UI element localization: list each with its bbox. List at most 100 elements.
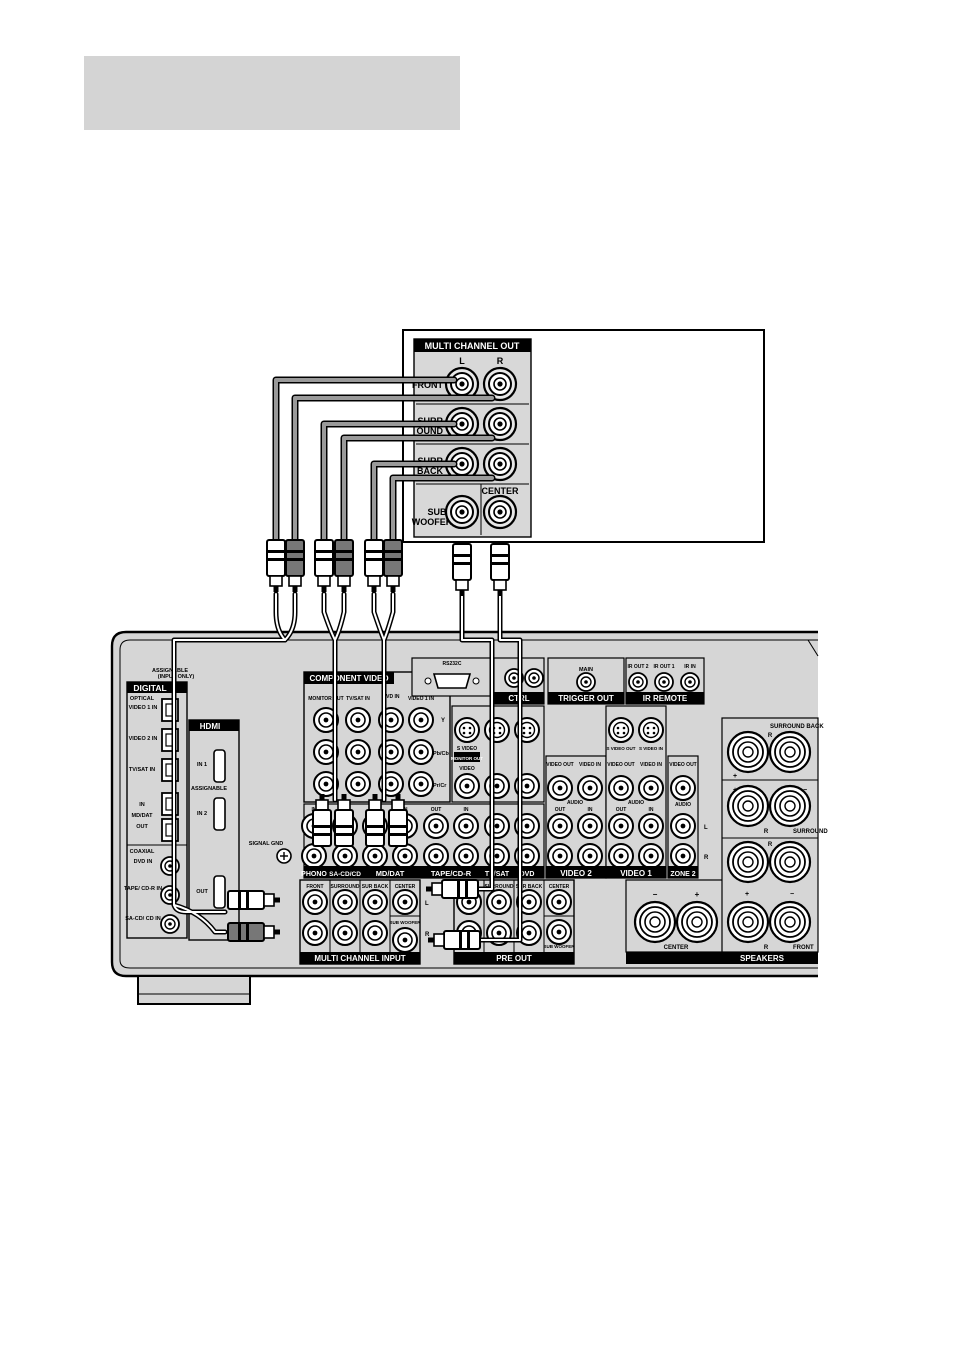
video2-video-out-jack[interactable] [547, 775, 573, 801]
video1-audio-out-l-jack[interactable] [608, 813, 634, 839]
zone2-l-label: L [704, 825, 708, 831]
video1-audio-label: AUDIO [628, 800, 644, 806]
preout-surr-back-label: SUR BACK [516, 884, 543, 890]
front-r-plug [285, 539, 305, 593]
speaker-center-minus-terminal[interactable] [633, 900, 677, 944]
preout-surround-l-jack[interactable] [486, 889, 512, 915]
svideo-monitor-out-jack[interactable] [454, 717, 480, 743]
video2-video-in-jack[interactable] [577, 775, 603, 801]
rs232c-port[interactable] [432, 673, 472, 689]
mddat-out-r-jack[interactable] [362, 843, 388, 869]
video2-audio-in-r-jack[interactable] [577, 843, 603, 869]
zone2-audio-l-jack[interactable] [670, 813, 696, 839]
video1-audio-in-r-jack[interactable] [638, 843, 664, 869]
preout-sub-woofer-jack[interactable] [546, 919, 572, 945]
video2-out-label: OUT [555, 807, 566, 813]
front-l-terminal-b[interactable] [768, 840, 812, 884]
video-tvsat-in-jack[interactable] [484, 773, 510, 799]
surround-l-plug-in [312, 793, 332, 847]
tape-out-r-jack[interactable] [423, 843, 449, 869]
hdmi-in2-label: IN 2 [197, 811, 207, 817]
front-l-plug-in [227, 890, 281, 910]
trigger-main-jack[interactable] [576, 672, 596, 692]
svideo-tvsat-in-jack[interactable] [484, 717, 510, 743]
video1-svideo-in-jack[interactable] [638, 717, 664, 743]
tape-in-l-jack[interactable] [453, 813, 479, 839]
surround-back-r-plus-terminal[interactable] [768, 730, 812, 774]
video2-video-in-label: VIDEO IN [579, 762, 601, 768]
mddat-in-r-jack[interactable] [392, 843, 418, 869]
mci-surr-back-r-jack[interactable] [362, 920, 388, 946]
mci-sub-woofer-jack[interactable] [392, 927, 418, 953]
mci-surround-label: SURROUND [331, 884, 360, 890]
mco-col-r: R [497, 356, 504, 366]
surround-r-minus-terminal[interactable] [768, 784, 812, 828]
tvsat-audio-l-jack[interactable] [484, 813, 510, 839]
speaker-center-plus-terminal[interactable] [675, 900, 719, 944]
surround-r-plus-terminal[interactable] [726, 784, 770, 828]
coaxial-sacd-jack[interactable] [160, 914, 180, 934]
mci-surr-back-l-jack[interactable] [362, 889, 388, 915]
cv-tvsat-pr-jack[interactable] [345, 771, 371, 797]
mco-sub-woofer-label-1: SUB [427, 507, 447, 517]
video1-audio-in-l-jack[interactable] [638, 813, 664, 839]
video1-svideo-out-jack[interactable] [608, 717, 634, 743]
front-r-plus-terminal[interactable] [726, 900, 770, 944]
video2-in-label: VIDEO 2 IN [129, 736, 158, 742]
tvsat-in-label: TV/SAT IN [129, 767, 155, 773]
video2-audio-out-l-jack[interactable] [547, 813, 573, 839]
front-l-terminal-a[interactable] [726, 840, 770, 884]
video2-video-out-label: VIDEO OUT [546, 762, 574, 768]
mddat-audio-title: MD/DAT [376, 869, 405, 878]
ir-out1-jack[interactable] [654, 672, 674, 692]
hdmi-in2-port[interactable] [213, 797, 226, 831]
tape-out-l-jack[interactable] [423, 813, 449, 839]
mci-front-l-jack[interactable] [302, 889, 328, 915]
ir-in-label: IR IN [684, 664, 696, 670]
tape-in-label-2: IN [464, 807, 469, 813]
zone2-video-out-jack[interactable] [670, 775, 696, 801]
mco-center-jack[interactable] [482, 494, 518, 530]
hdmi-out-port[interactable] [213, 875, 226, 909]
surround-back-r-minus-terminal[interactable] [726, 730, 770, 774]
front-r-minus-terminal[interactable] [768, 900, 812, 944]
video1-video-out-jack[interactable] [608, 775, 634, 801]
zone2-r-label: R [704, 855, 709, 861]
video1-svideo-in-label: S VIDEO IN [639, 746, 663, 751]
phono-title: PHONO [301, 871, 327, 878]
mci-surround-l-jack[interactable] [332, 889, 358, 915]
ir-out2-jack[interactable] [628, 672, 648, 692]
source-player-panel: MULTI CHANNEL OUT L R FRONT SURR OUND SU… [402, 329, 765, 543]
surround-l-plug [314, 539, 334, 593]
video1-video-in-jack[interactable] [638, 775, 664, 801]
tape-in-r-jack[interactable] [453, 843, 479, 869]
zone2-audio-r-jack[interactable] [670, 843, 696, 869]
hdmi-title: HDMI [200, 722, 220, 731]
mci-surround-r-jack[interactable] [332, 920, 358, 946]
phono-r-jack[interactable] [301, 843, 327, 869]
video-monitor-out-jack[interactable] [454, 773, 480, 799]
mci-center-jack[interactable] [392, 889, 418, 915]
preout-center-jack[interactable] [546, 889, 572, 915]
tvsat-audio-r-jack[interactable] [484, 843, 510, 869]
speakers-center-label: CENTER [664, 945, 689, 951]
video2-audio-in-l-jack[interactable] [577, 813, 603, 839]
hdmi-in1-port[interactable] [213, 749, 226, 783]
mco-sub-woofer-jack[interactable] [444, 494, 480, 530]
cv-video1-pr-jack[interactable] [408, 771, 434, 797]
mci-r-label: R [425, 932, 430, 938]
ir-in-jack[interactable] [680, 672, 700, 692]
video1-audio-out-r-jack[interactable] [608, 843, 634, 869]
cv-tvsat-y-jack[interactable] [345, 707, 371, 733]
sacd-title: SA-CD/CD [329, 871, 361, 878]
video1-in-label: VIDEO 1 IN [129, 705, 158, 711]
cv-tvsat-pb-jack[interactable] [345, 739, 371, 765]
cv-video1-pb-jack[interactable] [408, 739, 434, 765]
ctrl-jack-2[interactable] [524, 668, 544, 688]
mci-front-r-jack[interactable] [302, 920, 328, 946]
video2-audio-out-r-jack[interactable] [547, 843, 573, 869]
cv-video1-y-jack[interactable] [408, 707, 434, 733]
video1-video-out-label: VIDEO OUT [607, 762, 635, 768]
sacd-r-jack[interactable] [332, 843, 358, 869]
